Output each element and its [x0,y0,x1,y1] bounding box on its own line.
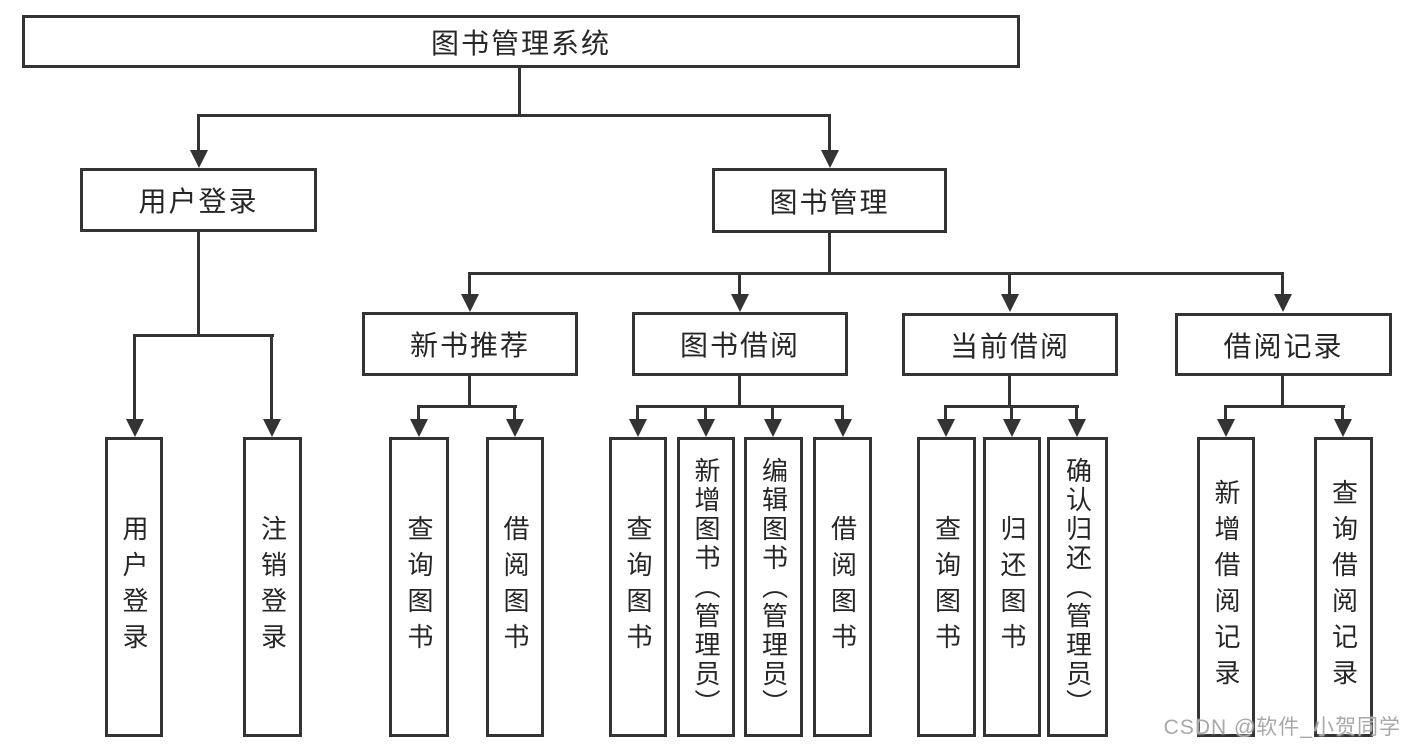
node-new-book-rec: 新书推荐 [362,312,578,376]
node-book-mgmt: 图书管理 [712,168,947,233]
arrowhead-leaf-logout [263,419,281,437]
connector-userlogin-drop2 [270,334,273,420]
arrowhead-query-books-current [937,419,955,437]
arrowhead-user-login [190,150,208,168]
leaf-query-books-current: 查询图书 [917,437,976,737]
arrowhead-add-borrow-record [1217,419,1235,437]
leaf-edit-books-admin: 编辑图书（管理员） [744,437,803,737]
node-current-borrow: 当前借阅 [902,313,1118,376]
connector-current-drop2 [1010,405,1013,421]
connector-current-drop1 [944,405,947,421]
connector-records-stem [1281,376,1284,407]
leaf-confirm-return-admin: 确认归还（管理员） [1047,437,1108,737]
leaf-borrow-books-rec: 借阅图书 [486,437,544,737]
connector-bookmgmt-stem [828,233,831,274]
leaf-user-login: 用户登录 [105,437,163,737]
connector-bookmgmt-drop1 [468,272,471,296]
leaf-add-borrow-record: 新增借阅记录 [1197,437,1255,737]
connector-borrow-drop3 [771,405,774,421]
arrowhead-leaf-user-login [126,419,144,437]
connector-bookmgmt-rail [468,272,1283,275]
connector-borrow-drop4 [841,405,844,421]
node-book-borrow: 图书借阅 [632,312,848,376]
connector-records-rail [1224,405,1345,408]
node-root: 图书管理系统 [22,15,1020,68]
connector-current-stem [1008,376,1011,407]
arrowhead-query-books-rec [410,419,428,437]
arrowhead-book-borrow [731,294,749,312]
connector-rec-drop1 [417,405,420,421]
arrowhead-new-book-rec [461,294,479,312]
connector-rec-rail [417,405,517,408]
arrowhead-borrow-records [1274,294,1292,312]
leaf-logout-login: 注销登录 [243,437,302,737]
leaf-query-books-rec: 查询图书 [389,437,449,737]
arrowhead-query-books-borrow [629,419,647,437]
leaf-borrow-books-borrow: 借阅图书 [813,437,872,737]
connector-borrow-stem [738,376,741,407]
connector-borrow-drop2 [704,405,707,421]
arrowhead-confirm-return-admin [1068,419,1086,437]
connector-rec-drop2 [513,405,516,421]
connector-userlogin-drop1 [133,334,136,420]
connector-borrow-rail [636,405,844,408]
arrowhead-borrow-books-rec [506,419,524,437]
arrowhead-add-books-admin [697,419,715,437]
watermark: CSDN @软件_小贺同学 [1163,716,1401,739]
leaf-query-books-borrow: 查询图书 [609,437,667,737]
connector-userlogin-stem [197,232,200,336]
arrowhead-book-mgmt [821,150,839,168]
arrowhead-current-borrow [1001,294,1019,312]
connector-borrow-drop1 [636,405,639,421]
connector-records-drop2 [1341,405,1344,421]
leaf-query-borrow-record: 查询借阅记录 [1314,437,1373,737]
connector-records-drop1 [1224,405,1227,421]
arrowhead-borrow-books-borrow [834,419,852,437]
arrowhead-query-borrow-record [1334,419,1352,437]
connector-bookmgmt-drop2 [738,272,741,296]
arrowhead-return-books [1003,419,1021,437]
connector-bookmgmt-drop3 [1008,272,1011,296]
leaf-add-books-admin: 新增图书（管理员） [677,437,735,737]
connector-root-stem [518,68,521,116]
leaf-return-books: 归还图书 [983,437,1041,737]
node-user-login: 用户登录 [80,168,317,232]
connector-current-drop3 [1075,405,1078,421]
connector-root-drop-left [197,114,200,152]
node-borrow-records: 借阅记录 [1175,313,1392,376]
connector-root-drop-right [828,114,831,152]
connector-bookmgmt-drop4 [1281,272,1284,296]
connector-userlogin-rail [133,334,274,337]
connector-rec-stem [468,376,471,407]
connector-root-rail [197,114,831,117]
arrowhead-edit-books-admin [764,419,782,437]
